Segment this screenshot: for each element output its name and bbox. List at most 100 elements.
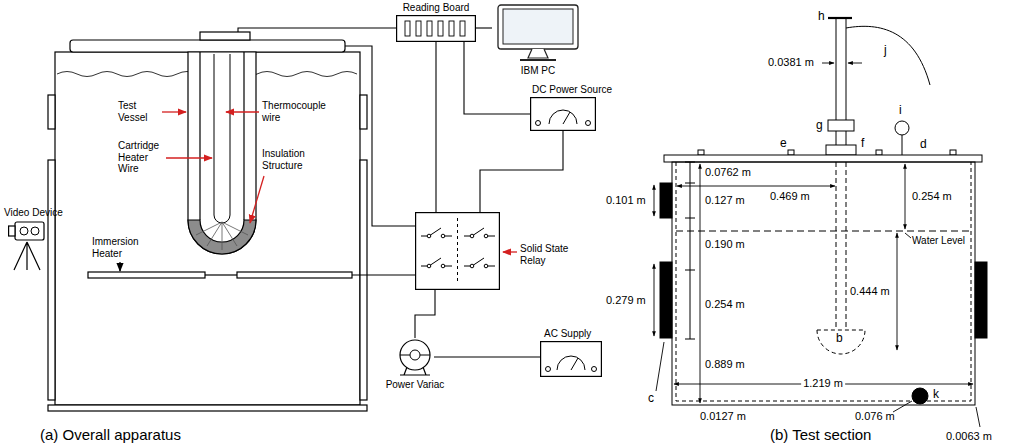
label-text: g [816,118,823,132]
art-path [905,164,906,229]
art-path [846,26,930,85]
art-path [188,220,256,254]
art-path [654,264,655,336]
label-text: 0.0762 m [705,166,751,178]
callout-label: Water Level [912,235,965,247]
figure-caption: (b) Test section [770,426,871,443]
label-text: 0.469 m [770,190,810,202]
signal-wires [238,28,415,275]
part-letter: f [861,137,864,151]
label-text: c [648,391,654,405]
relay-outline [415,212,500,290]
art-path [656,342,664,391]
node-text: AC Supply [544,328,591,339]
art-path [238,28,396,32]
part-letter: g [816,119,823,133]
part-letter: k [933,388,939,402]
label-text: 1.219 m [803,377,843,389]
art-path [676,162,971,401]
wire-connector [415,290,435,338]
dimension-label: 0.190 m [705,238,745,251]
art-path [817,330,865,354]
callout-label: Test Vessel [118,100,162,123]
art-path [836,162,846,330]
label-text: h [818,9,825,23]
art-path [905,233,911,238]
art-rect [237,272,352,278]
test-section-drawing [660,18,987,405]
art-path [352,274,415,275]
reading-board: Reading Board [396,15,476,42]
art-path [503,251,517,252]
meter-outline [530,97,596,131]
art-path [250,176,264,223]
art-path [893,401,912,412]
art-path [676,231,971,232]
art-path [836,18,846,155]
art-rect [950,150,956,155]
dimension-label: 0.0063 m [946,430,992,443]
part-letter: c [648,392,654,406]
part-letter: i [899,104,902,118]
label-text: 0.444 m [850,285,890,297]
node-label: DC Power Source [532,84,612,96]
art-path [345,46,415,226]
label-text: (b) Test section [770,426,871,443]
variac-outline [396,338,434,376]
node-text: IBM PC [521,65,555,76]
art-rect [975,262,987,338]
art-circle [895,121,909,135]
label-text: Insulation Structure [262,148,305,171]
label-text: Water Level [912,235,965,246]
dimension-label: 1.219 m [801,377,845,390]
wire-connector [464,42,530,114]
wire-connector [434,356,540,357]
art-path [14,242,40,270]
callout-label: Thermocouple wire [262,100,338,123]
part-letter: d [920,138,927,152]
label-text: 0.254 m [912,190,952,202]
art-path [654,185,655,216]
label-text: 0.279 m [606,294,646,306]
art-path [897,233,898,350]
label-text: Cartridge Heater Wire [118,140,159,174]
label-text: 0.0063 m [946,430,992,442]
art-rect [360,95,367,129]
art-path [196,222,248,250]
art-path [214,54,230,223]
wire-connector [476,27,492,28]
art-rect [698,150,704,155]
node-label: Reading Board [403,2,470,14]
part-letter: j [884,44,887,58]
dimension-label: 0.444 m [850,285,890,298]
camera-outline [8,220,46,242]
dimension-label: 0.469 m [770,190,810,203]
computer-monitor: IBM PC [492,4,584,62]
callout-label: Insulation Structure [262,148,324,171]
art-rect [48,160,55,400]
art-rect [55,52,360,405]
art-rect [664,155,982,162]
part-letter: e [780,137,787,151]
art-path [685,162,695,339]
dimension-label: 0.0762 m [705,166,751,179]
label-text: j [884,43,887,57]
video-camera: Video Device [8,220,46,242]
label-text: (a) Overall apparatus [40,426,181,443]
node-text: DC Power Source [532,84,612,95]
label-text: 0.076 m [855,410,895,422]
art-path [822,63,834,64]
monitor-outline [492,4,584,62]
node-text: Solid State Relay [520,243,568,266]
dimension-lines [654,63,980,427]
node-text: Reading Board [403,2,470,13]
part-letter: h [818,10,825,24]
label-text: k [933,387,939,401]
ac-supply: AC Supply [540,341,602,377]
art-path [188,52,256,254]
label-text: 0.127 m [705,194,745,206]
art-rect [48,405,367,411]
label-text: Immersion Heater [92,236,139,259]
